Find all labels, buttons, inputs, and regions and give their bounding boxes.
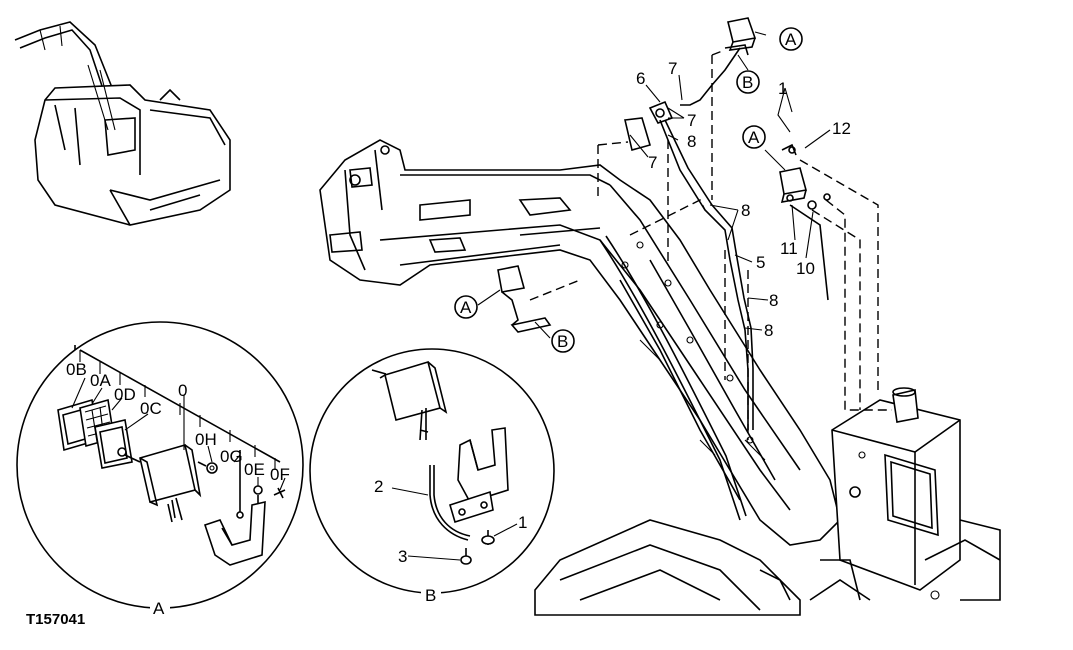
callout-10: 10 — [796, 259, 815, 278]
detail-a-callout-0D: 0D — [114, 385, 136, 404]
main-callouts: 1 12 A B A 11 10 6 7 7 8 7 8 5 8 8 A B — [454, 27, 851, 353]
detail-a-callout-0C: 0C — [140, 399, 162, 418]
svg-text:B: B — [557, 332, 568, 351]
callout-1: 1 — [778, 79, 787, 98]
boom-light-bracket — [624, 100, 674, 151]
main-callout-leaders — [477, 31, 831, 339]
callout-6: 6 — [636, 69, 645, 88]
detail-a-callout-0H: 0H — [195, 430, 217, 449]
svg-text:A: A — [785, 30, 797, 49]
svg-text:A: A — [460, 298, 472, 317]
detail-labels: A B — [150, 585, 441, 618]
work-light-a-right — [779, 143, 831, 210]
detail-a-callout-0G: 0G — [220, 447, 243, 466]
callout-circle-a-top: A — [779, 27, 803, 51]
boom-bolts — [621, 241, 754, 444]
callout-7a: 7 — [668, 59, 677, 78]
detail-a-callout-0F: 0F — [270, 465, 290, 484]
detail-b-callout-1: 1 — [518, 513, 527, 532]
callout-5: 5 — [756, 253, 765, 272]
callout-11: 11 — [780, 239, 798, 258]
detail-a-label: A — [153, 599, 165, 618]
callout-circle-a-right: A — [742, 125, 766, 149]
callout-8d: 8 — [764, 321, 773, 340]
callout-circle-a-boom: A — [454, 295, 478, 319]
boom-assembly — [319, 139, 871, 616]
detail-a-view: 0B 0A 0D 0C 0 0H 0G 0E 0F — [16, 321, 304, 609]
detail-a-callout-0B: 0B — [66, 360, 87, 379]
callout-circle-b-boom: B — [551, 329, 575, 353]
detail-b-view: 2 3 1 — [309, 348, 555, 594]
work-light-a-boom — [497, 265, 552, 333]
detail-a-callout-0E: 0E — [244, 460, 265, 479]
callout-8c: 8 — [769, 291, 778, 310]
detail-a-callout-0A: 0A — [90, 371, 111, 390]
callout-7b: 7 — [687, 111, 696, 130]
callout-12: 12 — [832, 119, 851, 138]
cab-right-side-structure — [820, 387, 1001, 601]
svg-text:B: B — [742, 73, 753, 92]
callout-7c: 7 — [648, 153, 657, 172]
detail-b-label: B — [425, 586, 436, 605]
detail-b-callout-2: 2 — [374, 477, 383, 496]
svg-text:A: A — [748, 128, 760, 147]
callout-8a: 8 — [687, 132, 696, 151]
work-light-a-top — [724, 17, 757, 56]
wiring-harness — [659, 47, 829, 430]
callout-8b: 8 — [741, 201, 750, 220]
callout-circle-b-top: B — [736, 70, 760, 94]
detail-b-callout-3: 3 — [398, 547, 407, 566]
excavator-overview-thumbnail — [14, 21, 231, 226]
figure-id: T157041 — [26, 611, 85, 628]
detail-a-callout-0: 0 — [178, 381, 187, 400]
